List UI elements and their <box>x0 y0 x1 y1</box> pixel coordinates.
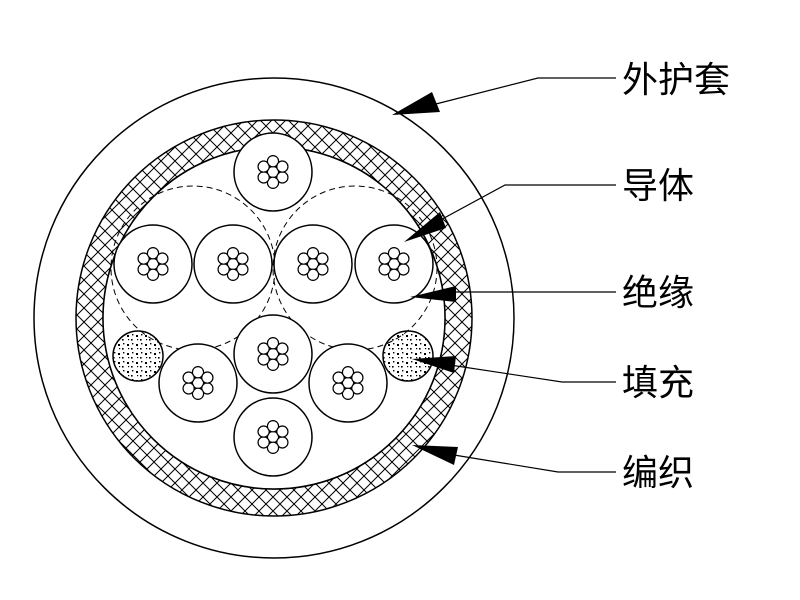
conductor-strand <box>146 268 160 281</box>
arrow-jacket <box>392 92 440 115</box>
conductor-strand <box>266 420 280 433</box>
conductor-strand <box>201 371 214 384</box>
label-insulation: 绝缘 <box>622 273 694 314</box>
conductor-strand <box>182 382 195 395</box>
filler-left <box>112 330 164 382</box>
conductor-strand <box>341 387 355 400</box>
callout-leaders <box>421 77 616 473</box>
insulated-conductor <box>233 132 313 212</box>
conductor-strand <box>226 268 240 281</box>
conductor-strand <box>226 246 240 260</box>
conductor-strand <box>297 252 310 265</box>
insulated-conductor <box>233 397 313 477</box>
leader-filler <box>449 364 616 383</box>
conductor-strand <box>266 358 280 371</box>
conductor-strand <box>297 263 310 276</box>
conductor-strand <box>217 252 230 265</box>
conductor-strand <box>378 252 391 265</box>
conductor-strand <box>378 263 391 276</box>
label-jacket: 外护套 <box>622 60 730 101</box>
conductor-strand <box>257 436 270 449</box>
arrow-braid <box>412 445 458 465</box>
conductor-strand <box>266 337 280 350</box>
conductor-strand <box>306 268 320 281</box>
leader-braid <box>453 454 616 473</box>
conductor-strand <box>276 425 289 438</box>
label-conductor: 导体 <box>622 166 694 207</box>
conductor-strand <box>316 252 329 265</box>
conductor-strand <box>387 268 401 281</box>
filler-right <box>382 330 434 382</box>
insulated-conductor <box>354 224 434 304</box>
conductor-strand <box>351 371 364 384</box>
conductor-strand <box>146 246 160 260</box>
insulated-conductor <box>113 224 193 304</box>
arrow-insulation <box>410 286 456 302</box>
arrow-conductor <box>404 212 446 242</box>
conductor-strand <box>137 252 150 265</box>
conductor-strand <box>266 154 280 168</box>
conductor-strand <box>182 371 195 384</box>
conductor-strand <box>137 263 150 276</box>
label-braid: 编织 <box>622 453 694 494</box>
conductor-strand <box>332 382 345 395</box>
conductor-strand <box>266 441 280 454</box>
conductor-strand <box>332 371 345 384</box>
conductor-strand <box>191 387 205 400</box>
callout-arrowheads <box>392 92 458 465</box>
insulated-conductor <box>158 343 238 423</box>
conductor-strand <box>236 252 249 265</box>
conductor-strand <box>257 342 270 355</box>
conductor-strand <box>257 171 270 184</box>
conductor-strand <box>397 252 410 265</box>
pair-boundary-right <box>272 185 438 351</box>
insulated-conductor <box>233 314 313 394</box>
leader-conductor <box>421 184 616 231</box>
conductor-strand <box>276 342 289 355</box>
conductor-strand <box>387 246 401 260</box>
insulated-conductors <box>113 132 434 477</box>
conductor-strand <box>306 246 320 260</box>
conductor-strand <box>217 263 230 276</box>
conductor-strand <box>341 366 355 379</box>
label-filler: 填充 <box>622 363 694 404</box>
insulated-conductor <box>193 224 273 304</box>
leader-jacket <box>427 77 616 107</box>
arrow-filler <box>412 356 456 373</box>
conductor-strand <box>156 252 169 265</box>
conductor-strand <box>257 160 270 173</box>
conductor-strand <box>276 160 289 173</box>
conductor-strand <box>257 353 270 366</box>
conductor-strand <box>257 425 270 438</box>
conductor-strand <box>266 176 280 189</box>
conductor-strand <box>191 366 205 379</box>
insulated-conductor <box>308 343 388 423</box>
insulated-conductor <box>273 224 353 304</box>
